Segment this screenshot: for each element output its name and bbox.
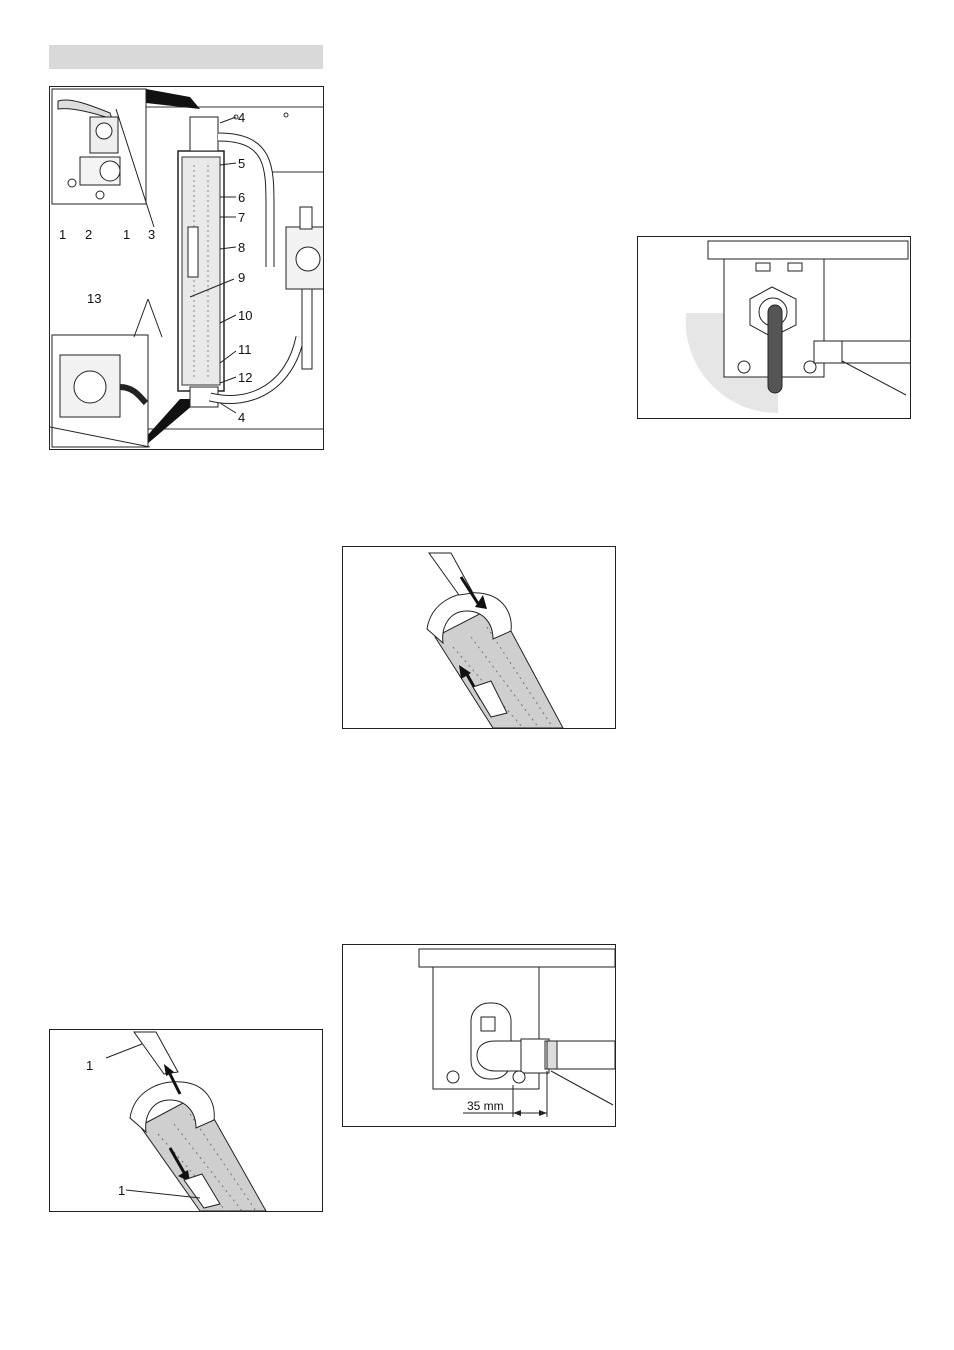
inset-callout-1a: 1: [59, 228, 66, 241]
callout-7: 7: [238, 211, 245, 224]
inset-callout-13: 13: [87, 292, 101, 305]
filter-assembly-drawing: [50, 87, 323, 449]
figure-filter-remove: 1 1: [49, 1029, 323, 1212]
callout-12: 12: [238, 371, 252, 384]
callout-8: 8: [238, 241, 245, 254]
callout-1-bottom: 1: [118, 1184, 125, 1197]
dimension-label: 35 mm: [467, 1100, 504, 1113]
callout-11: 11: [238, 343, 252, 356]
inset-callout-1b: 1: [123, 228, 130, 241]
figure-hose-clamp: 35 mm: [342, 944, 616, 1127]
callout-9: 9: [238, 271, 245, 284]
callout-10: 10: [238, 309, 252, 322]
inset-callout-2: 2: [85, 228, 92, 241]
callout-5: 5: [238, 157, 245, 170]
section-header-bar: [49, 45, 323, 69]
callout-4-top: 4: [238, 111, 245, 124]
inset-callout-3: 3: [148, 228, 155, 241]
filter-insert-drawing: [343, 547, 615, 728]
lever-position-drawing: [638, 237, 910, 418]
figure-filter-assembly: 4 5 6 7 8 9 10 11 12 4 1 2 1 3 13: [49, 86, 324, 450]
callout-1-top: 1: [86, 1059, 93, 1072]
figure-filter-insert: [342, 546, 616, 729]
callout-4-bottom: 4: [238, 411, 245, 424]
callout-6: 6: [238, 191, 245, 204]
figure-lever-position: [637, 236, 911, 419]
